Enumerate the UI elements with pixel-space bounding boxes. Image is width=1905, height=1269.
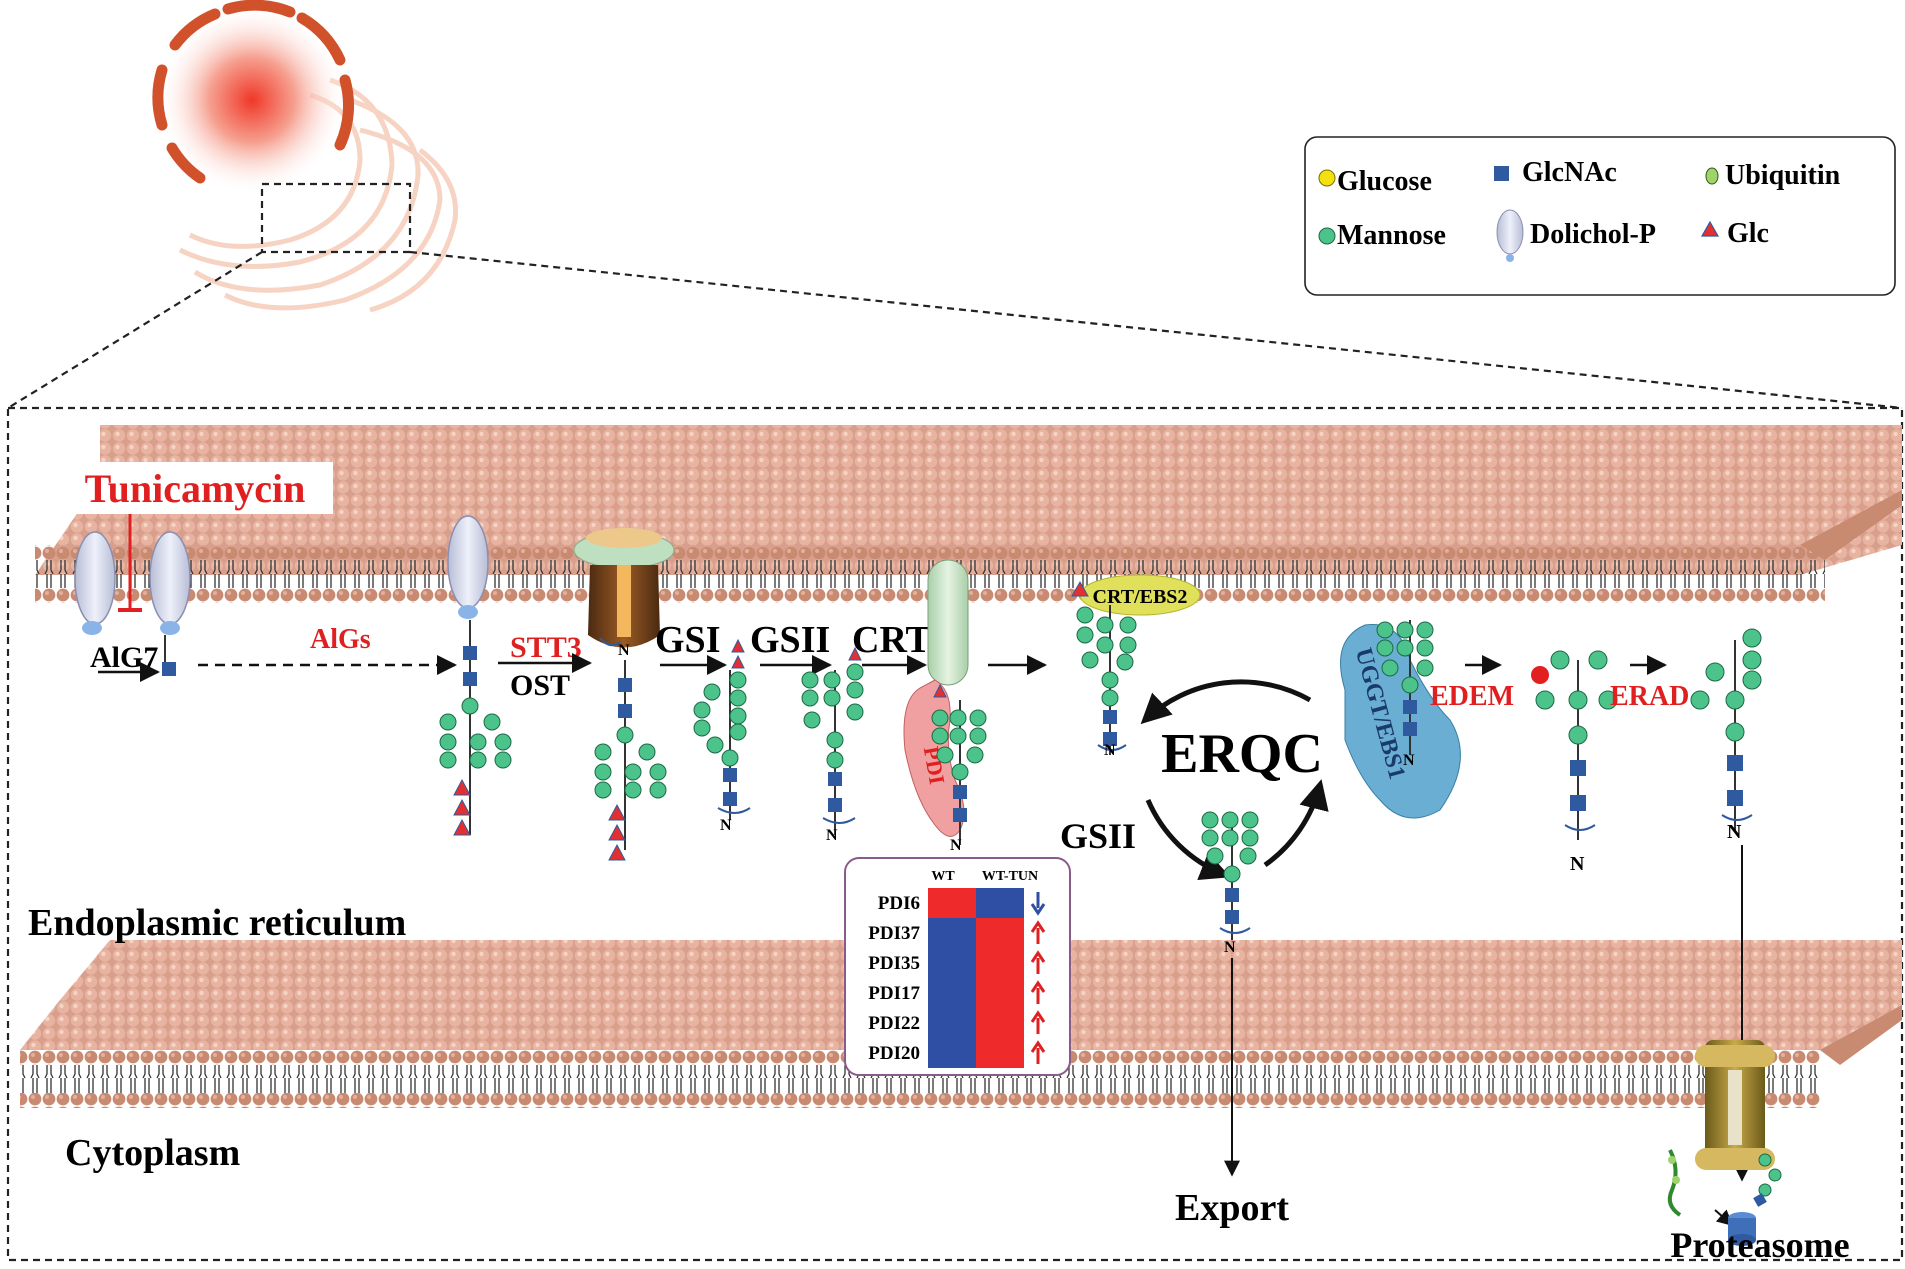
heatmap-cell-tun xyxy=(976,888,1024,918)
up-arrow-icon xyxy=(1030,950,1046,974)
down-arrow-icon xyxy=(1030,892,1046,916)
glcnac-icon xyxy=(1494,166,1509,181)
ost-glycan: N xyxy=(594,642,667,861)
heatmap-col-wt: WT xyxy=(931,869,955,884)
svg-text:N: N xyxy=(1104,742,1116,759)
mannose-icon xyxy=(1318,227,1336,245)
up-arrow-icon xyxy=(1030,1040,1046,1064)
svg-text:N: N xyxy=(1403,752,1415,769)
svg-text:N: N xyxy=(720,817,732,834)
proteasome-label: Proteasome xyxy=(1670,1225,1849,1264)
legend-glc-label: Glc xyxy=(1727,218,1769,249)
heatmap-cell-wt xyxy=(928,948,976,978)
edem-label: EDEM xyxy=(1430,681,1514,712)
heatmap-cell-tun xyxy=(976,978,1024,1008)
alg7-label: AlG7 xyxy=(90,641,158,674)
up-arrow-icon xyxy=(1030,1010,1046,1034)
legend-mannose-label: Mannose xyxy=(1337,220,1446,251)
algs-label: AlGs xyxy=(310,624,371,655)
er-label: Endoplasmic reticulum xyxy=(28,902,406,944)
crt-ebs2: CRT/EBS2 N xyxy=(1071,574,1201,759)
dolichol-icon xyxy=(1496,209,1524,255)
up-arrow-icon xyxy=(1030,980,1046,1004)
legend-glcnac-label: GlcNAc xyxy=(1522,157,1617,188)
heatmap-row-label: PDI37 xyxy=(868,923,920,944)
heatmap-cell-wt xyxy=(928,1008,976,1038)
heatmap-row-label: PDI22 xyxy=(868,1013,920,1034)
erqc-cycle: ERQC GSII xyxy=(1060,679,1329,881)
gsi-label: GSI xyxy=(655,619,720,661)
heatmap-cell-wt xyxy=(928,888,976,918)
heatmap-cell-wt xyxy=(928,918,976,948)
dolichol-carriers xyxy=(74,515,489,676)
heatmap-row-label: PDI6 xyxy=(878,893,920,914)
erad-glycan: N xyxy=(1690,628,1762,843)
ubiquitin-icon xyxy=(1705,167,1719,185)
up-arrow-icon xyxy=(1030,920,1046,944)
gsii-glycan: N xyxy=(801,646,864,844)
ost-label: OST xyxy=(510,669,570,702)
glucose-icon xyxy=(1318,169,1336,187)
svg-text:N: N xyxy=(1570,853,1585,875)
heatmap-cell-wt xyxy=(928,978,976,1008)
gsii-label: GSII xyxy=(750,619,830,661)
heatmap-col-tun: WT-TUN xyxy=(982,869,1038,884)
crt-label: CRT xyxy=(852,619,931,661)
export-label: Export xyxy=(1175,1187,1289,1229)
crt-pdi-complex: PDI N xyxy=(903,559,987,854)
er-membrane-upper xyxy=(35,425,1902,603)
heatmap-cell-tun xyxy=(976,1008,1024,1038)
heatmap-row-label: PDI20 xyxy=(868,1043,920,1064)
legend: Glucose GlcNAc Ubiquitin Mannose Dolicho… xyxy=(1304,136,1896,296)
zoom-frame xyxy=(6,250,1904,1262)
heatmap-cell-tun xyxy=(976,1038,1024,1068)
proteasome xyxy=(1667,1040,1782,1246)
edem-glycan: N xyxy=(1531,650,1618,875)
stt3-label: STT3 xyxy=(510,631,582,664)
heatmap-row-label: PDI35 xyxy=(868,953,920,974)
erqc-label: ERQC xyxy=(1161,723,1323,785)
svg-text:N: N xyxy=(826,827,838,844)
legend-glucose-label: Glucose xyxy=(1337,166,1432,197)
crt-ebs2-label: CRT/EBS2 xyxy=(1093,586,1188,608)
ost-complex xyxy=(573,528,675,648)
svg-text:N: N xyxy=(618,642,630,659)
precursor-glycan xyxy=(439,620,512,836)
tunicamycin-callout: Tunicamycin xyxy=(58,462,333,612)
svg-text:N: N xyxy=(950,837,962,854)
erad-label: ERAD xyxy=(1610,681,1689,712)
legend-dolichol-label: Dolichol-P xyxy=(1530,219,1656,250)
heatmap-cell-tun xyxy=(976,918,1024,948)
export-glycan: N xyxy=(1201,811,1259,956)
heatmap-row-label: PDI17 xyxy=(868,983,920,1004)
er-cell-icon xyxy=(152,0,459,313)
uggt-ebs1: UGGT/EBS1 N xyxy=(1340,620,1461,819)
svg-text:N: N xyxy=(1224,939,1236,956)
gsii-cycle-label: GSII xyxy=(1060,816,1136,856)
svg-text:N: N xyxy=(1727,821,1742,843)
glc-icon xyxy=(1700,220,1720,237)
legend-ubiquitin-label: Ubiquitin xyxy=(1725,160,1841,191)
heatmap-cell-wt xyxy=(928,1038,976,1068)
gsi-glycan: N xyxy=(693,638,751,834)
cytoplasm-label: Cytoplasm xyxy=(65,1132,240,1174)
heatmap-cell-tun xyxy=(976,948,1024,978)
tunicamycin-label: Tunicamycin xyxy=(85,466,306,511)
